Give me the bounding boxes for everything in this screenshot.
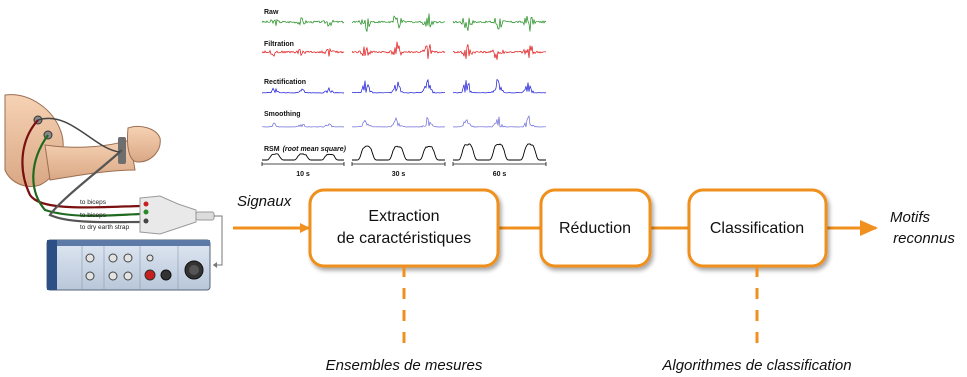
signal-row-label: Filtration: [264, 41, 294, 48]
signal-trace-rsm: [352, 145, 445, 161]
lead-label: to biceps: [80, 199, 107, 206]
signal-trace-filtration: [452, 44, 547, 60]
pipeline: Signaux Extraction de caractéristiques R…: [233, 188, 955, 374]
signal-trace-filtration: [351, 41, 446, 60]
signal-trace-rectification: [261, 86, 345, 94]
signal-trace-raw: [452, 15, 547, 32]
duration-label: 10 s: [296, 171, 310, 178]
signal-row-label: Smoothing: [264, 111, 301, 118]
output-label-line1: Motifs: [890, 209, 931, 226]
stage-reduction: Réduction: [539, 188, 652, 268]
signal-trace-raw: [351, 13, 445, 32]
annotation-algorithmes: Algorithmes de classification: [661, 357, 851, 374]
signal-trace-smoothing: [351, 116, 446, 128]
duration-label: 60 s: [493, 171, 507, 178]
signal-processing-panel: RawFiltrationRectificationSmoothingRSM(r…: [261, 9, 547, 178]
device-cable: [213, 215, 223, 266]
signal-trace-rsm: [262, 153, 344, 161]
annotation-mesures: Ensembles de mesures: [326, 357, 483, 374]
signal-trace-rectification: [452, 79, 547, 94]
signal-row-label: Raw: [264, 9, 279, 16]
stage-classification-label: Classification: [710, 220, 804, 237]
signal-row-label: RSM(root mean square): [264, 146, 347, 153]
stage-classification: Classification: [687, 188, 828, 268]
lead-connector: [139, 195, 215, 235]
input-label: Signaux: [237, 193, 292, 210]
stage-extraction-line2: de caractéristiques: [337, 230, 471, 247]
signal-trace-filtration: [261, 47, 345, 57]
lead-labels: to biceps to biceps to dry earth strap: [80, 199, 130, 231]
stage-extraction: Extraction de caractéristiques: [308, 188, 500, 268]
signal-trace-smoothing: [261, 122, 345, 128]
lead-wires: [21, 117, 141, 224]
stage-reduction-label: Réduction: [559, 220, 631, 237]
acquisition-device: [46, 239, 211, 291]
signal-trace-smoothing: [452, 115, 546, 128]
signal-row-label: Rectification: [264, 79, 306, 86]
arm-illustration: [4, 94, 161, 187]
signal-trace-rectification: [352, 78, 446, 94]
stage-extraction-line1: Extraction: [368, 208, 439, 225]
lead-label: to dry earth strap: [80, 224, 130, 231]
signal-trace-rsm: [453, 143, 546, 161]
output-label-line2: reconnus: [893, 230, 955, 247]
signal-trace-raw: [261, 17, 345, 27]
lead-label: to biceps: [80, 212, 107, 219]
duration-label: 30 s: [392, 171, 406, 178]
